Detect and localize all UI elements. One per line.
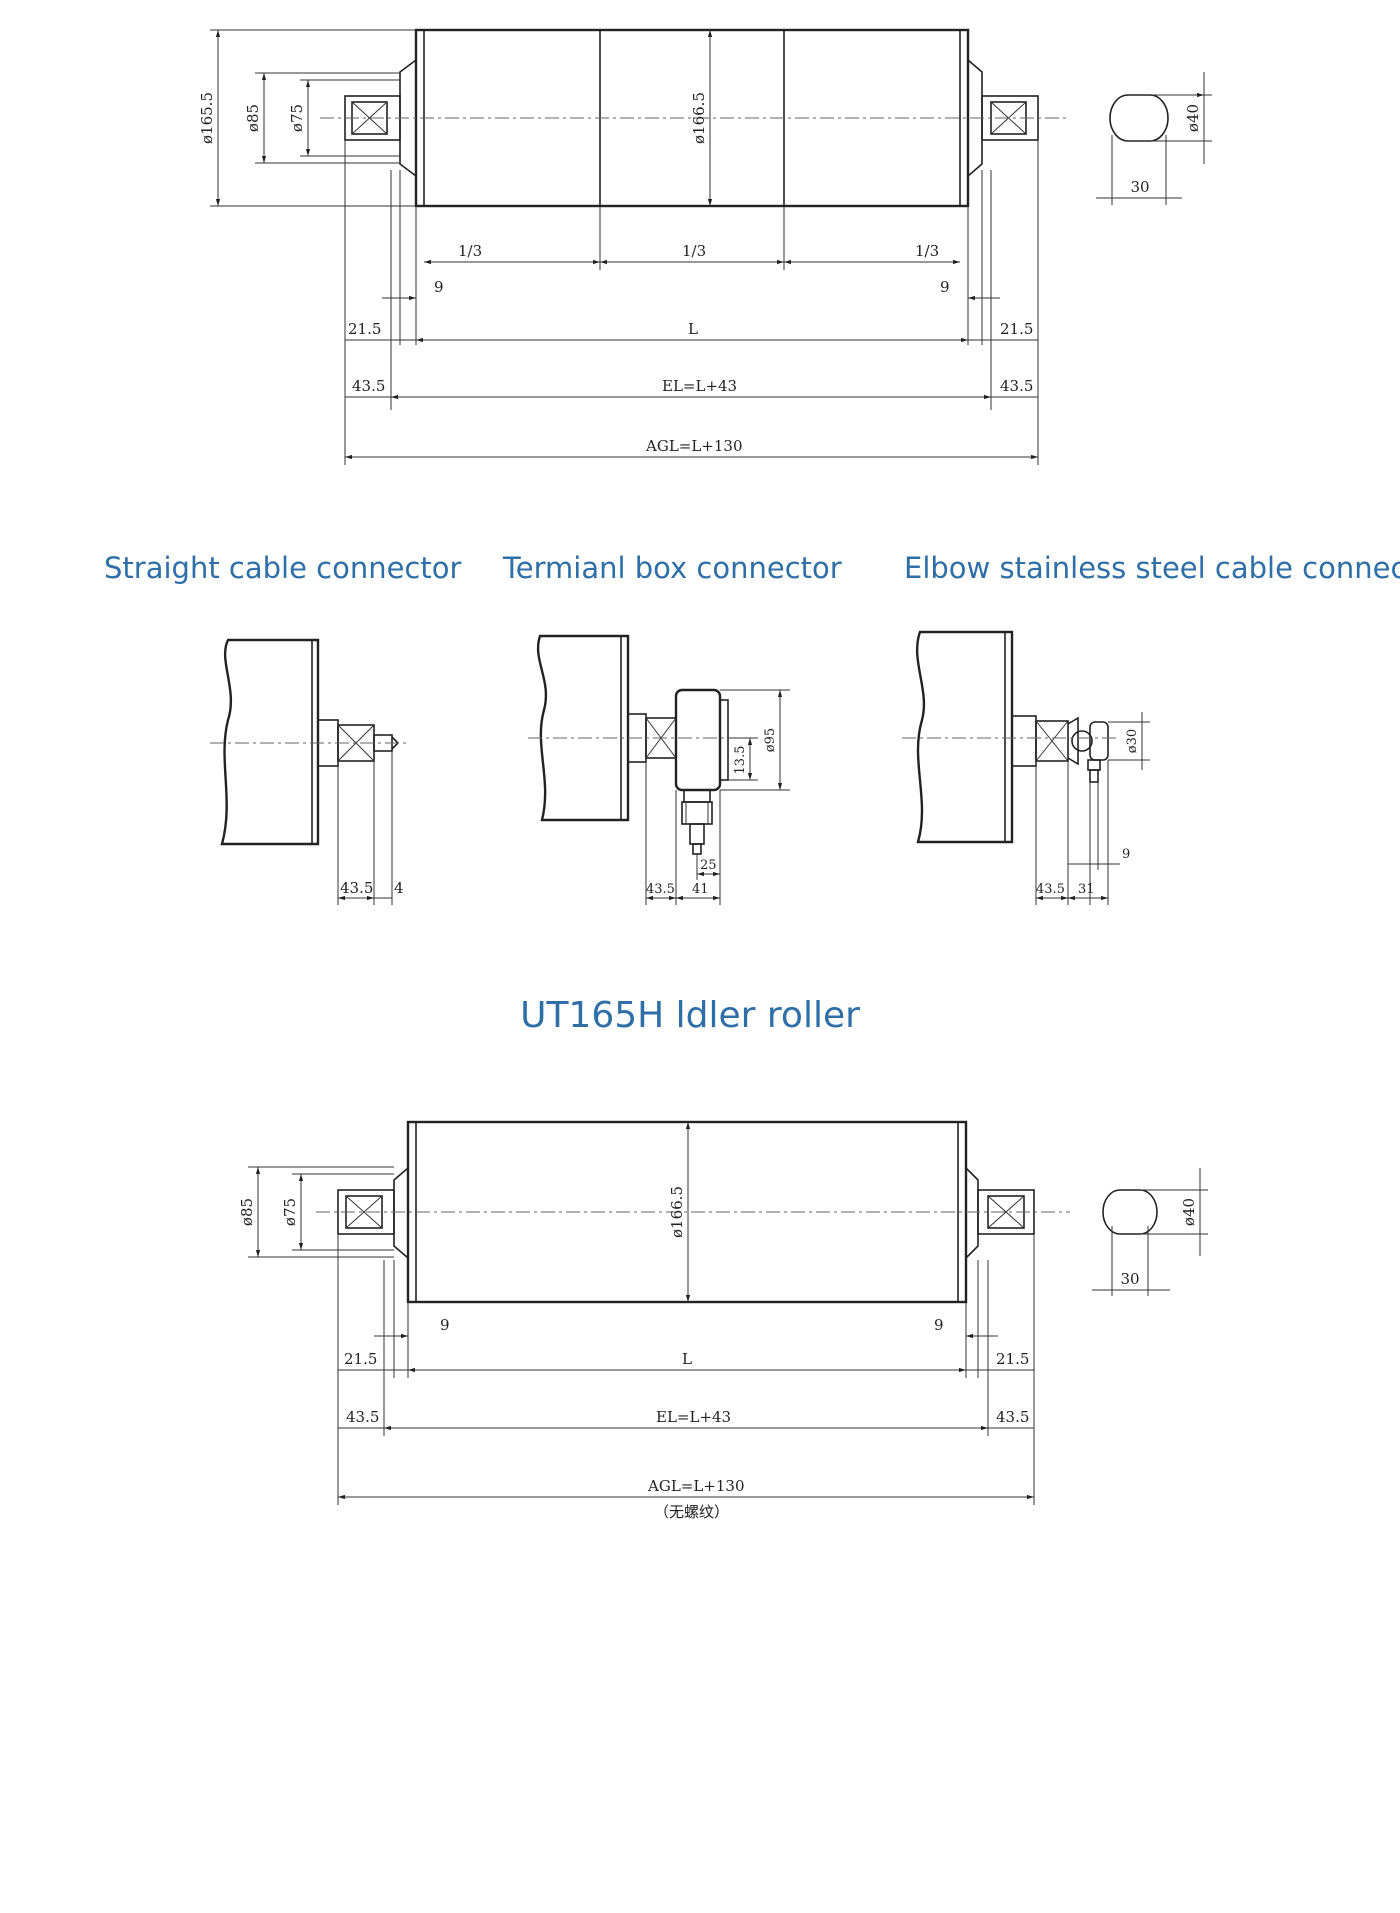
caption-terminal-box-connector: Termianl box connector <box>502 551 842 585</box>
elbow-dim-43-5: 43.5 <box>1036 882 1065 897</box>
bottom-dim-tube-diameter: ø166.5 <box>668 1186 686 1238</box>
straight-connector-drawing: 43.5 4 <box>210 638 410 905</box>
bottom-dim-21-5-right: 21.5 <box>996 1350 1029 1368</box>
top-dim-9-right: 9 <box>940 278 950 296</box>
top-dim-outer-diameter: ø165.5 <box>198 92 216 144</box>
top-dim-third-2: 1/3 <box>682 242 706 260</box>
terminal-dim-43-5: 43.5 <box>646 882 675 897</box>
drawing-title: UT165H ldler roller <box>520 995 860 1036</box>
top-dim-L: L <box>688 320 698 338</box>
top-shaft-end-view <box>1109 94 1169 142</box>
top-dim-d40: ø40 <box>1184 104 1202 132</box>
bottom-dim-note: （无螺纹） <box>654 1503 729 1521</box>
top-dim-third-1: 1/3 <box>458 242 482 260</box>
straight-dim-43-5: 43.5 <box>340 879 373 897</box>
top-dim-43-5-right: 43.5 <box>1000 377 1033 395</box>
bottom-dim-d40: ø40 <box>1180 1198 1198 1226</box>
bottom-dim-21-5-left: 21.5 <box>344 1350 377 1368</box>
bottom-dim-L: L <box>682 1350 692 1368</box>
top-dim-tube-diameter: ø166.5 <box>690 92 708 144</box>
top-dim-21-5-right: 21.5 <box>1000 320 1033 338</box>
elbow-connector-drawing: ø30 9 43.5 31 <box>902 630 1150 905</box>
caption-elbow-connector: Elbow stainless steel cable connector <box>904 551 1400 585</box>
top-dim-d75: ø75 <box>288 104 306 132</box>
terminal-dim-13-5: 13.5 <box>733 746 748 775</box>
bottom-dim-9-left: 9 <box>440 1316 450 1334</box>
top-dim-21-5-left: 21.5 <box>348 320 381 338</box>
straight-dim-4: 4 <box>394 879 404 897</box>
terminal-dim-25: 25 <box>700 858 717 873</box>
bottom-dim-43-5-right: 43.5 <box>996 1408 1029 1426</box>
top-dim-d85: ø85 <box>244 104 262 132</box>
bottom-dim-EL: EL=L+43 <box>656 1408 731 1426</box>
bottom-roller-drawing: ø85 ø75 ø166.5 ø40 30 9 9 <box>238 1120 1208 1521</box>
terminal-dim-d95: ø95 <box>763 728 778 752</box>
top-dim-third-3: 1/3 <box>915 242 939 260</box>
bottom-shaft-end-view <box>1102 1189 1158 1235</box>
bottom-dim-d75: ø75 <box>281 1198 299 1226</box>
terminal-box-connector-drawing: ø95 13.5 25 43.5 41 <box>528 634 790 905</box>
bottom-dim-d85: ø85 <box>238 1198 256 1226</box>
bottom-dim-width-30: 30 <box>1120 1270 1139 1288</box>
elbow-dim-9: 9 <box>1122 847 1130 862</box>
bottom-dim-AGL: AGL=L+130 <box>647 1477 745 1495</box>
elbow-dim-d30: ø30 <box>1125 729 1140 753</box>
top-dim-width-30: 30 <box>1130 178 1149 196</box>
top-dim-43-5-left: 43.5 <box>352 377 385 395</box>
bottom-dim-9-right: 9 <box>934 1316 944 1334</box>
top-roller-drawing: ø165.5 ø85 ø75 ø166.5 ø40 30 <box>198 28 1212 465</box>
top-dim-AGL: AGL=L+130 <box>645 437 743 455</box>
caption-straight-connector: Straight cable connector <box>104 551 461 585</box>
top-dim-9-left: 9 <box>434 278 444 296</box>
terminal-dim-41: 41 <box>692 882 709 897</box>
bottom-dim-43-5-left: 43.5 <box>346 1408 379 1426</box>
top-dim-EL: EL=L+43 <box>662 377 737 395</box>
elbow-dim-31: 31 <box>1078 882 1095 897</box>
